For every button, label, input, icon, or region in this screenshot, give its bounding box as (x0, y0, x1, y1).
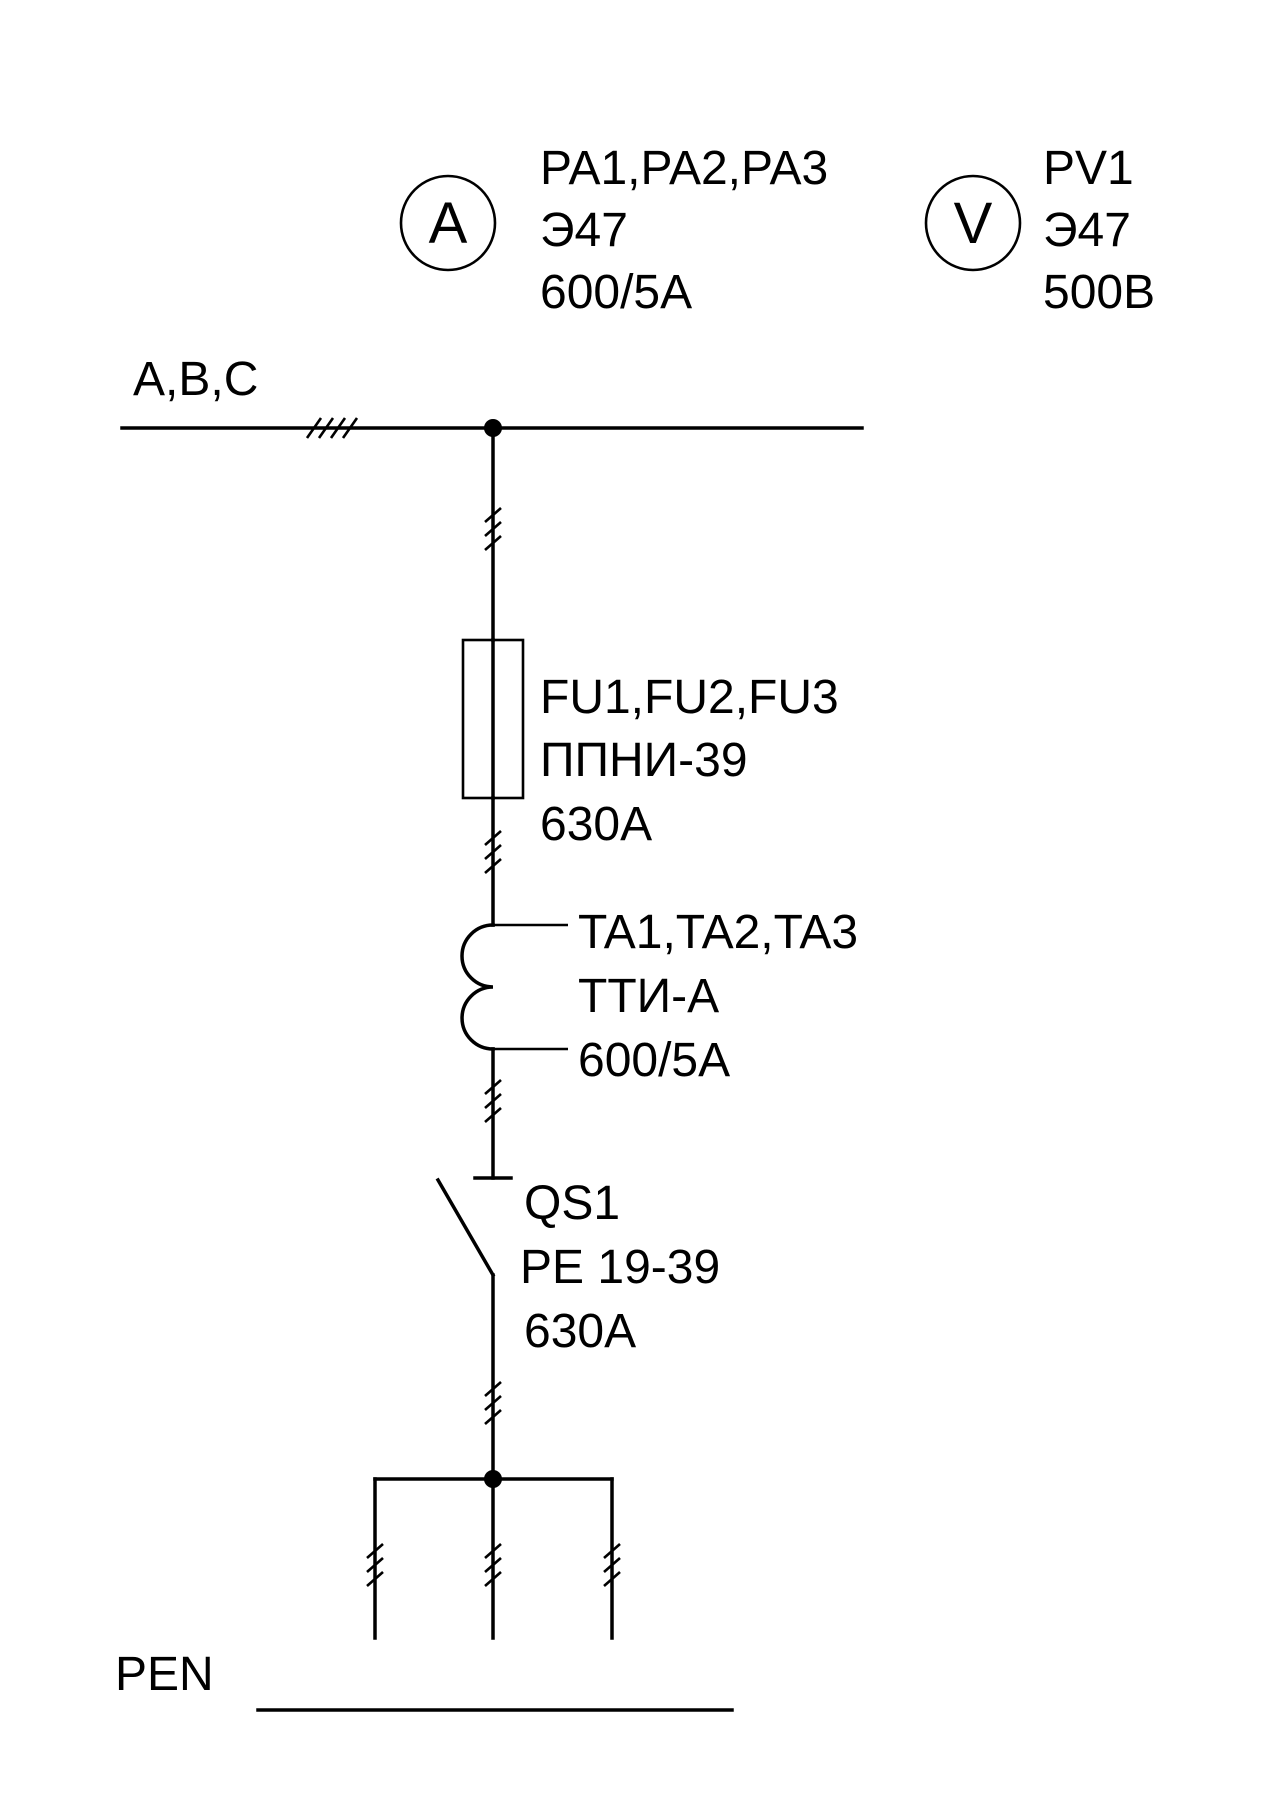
voltmeter-symbol: V (924, 174, 1022, 272)
disconnect-switch-symbol (435, 1176, 513, 1278)
fuse-designation: FU1,FU2,FU3 (540, 671, 839, 724)
outgoing-tick-right (603, 1543, 621, 1587)
feeder-tick-3 (484, 1079, 502, 1123)
outgoing-tick-center (484, 1543, 502, 1587)
bus-three-phase-mark (305, 417, 359, 439)
bus-label: A,B,C (133, 353, 258, 406)
fuse-rating: 630A (540, 798, 652, 851)
current-transformer-symbol (460, 923, 568, 1051)
pen-label: PEN (115, 1648, 214, 1701)
ammeter-designation: PA1,PA2,PA3 (540, 142, 828, 195)
fuse-label: FU1,FU2,FU3 ППНИ-39 630A (540, 671, 839, 851)
ammeter-symbol: A (399, 174, 497, 272)
current-transformer-label: TA1,TA2,TA3 ТТИ-А 600/5A (578, 906, 858, 1087)
voltmeter-letter: V (954, 191, 993, 256)
voltmeter-designation: PV1 (1043, 142, 1134, 195)
feeder-tick-4 (484, 1381, 502, 1425)
voltmeter-type: Э47 (1043, 204, 1131, 257)
ammeter-type: Э47 (540, 204, 628, 257)
switch-rating: 630A (524, 1305, 636, 1358)
ammeter-label: PA1,PA2,PA3 Э47 600/5A (540, 142, 828, 319)
outgoing-tick-left (366, 1543, 384, 1587)
switch-designation: QS1 (524, 1177, 620, 1230)
voltmeter-label: PV1 Э47 500B (1043, 142, 1155, 319)
ct-rating: 600/5A (578, 1034, 730, 1087)
feeder-tick-1 (484, 507, 502, 551)
ammeter-rating: 600/5A (540, 266, 692, 319)
voltmeter-rating: 500B (1043, 266, 1155, 319)
ct-designation: TA1,TA2,TA3 (578, 906, 858, 959)
ct-type: ТТИ-А (578, 970, 719, 1023)
switch-type: PE 19-39 (520, 1241, 720, 1294)
fuse-type: ППНИ-39 (540, 734, 748, 787)
switch-label: QS1 PE 19-39 630A (520, 1177, 720, 1358)
feeder-tick-2 (484, 830, 502, 874)
ammeter-letter: A (429, 191, 468, 256)
fuse-symbol (461, 638, 525, 800)
